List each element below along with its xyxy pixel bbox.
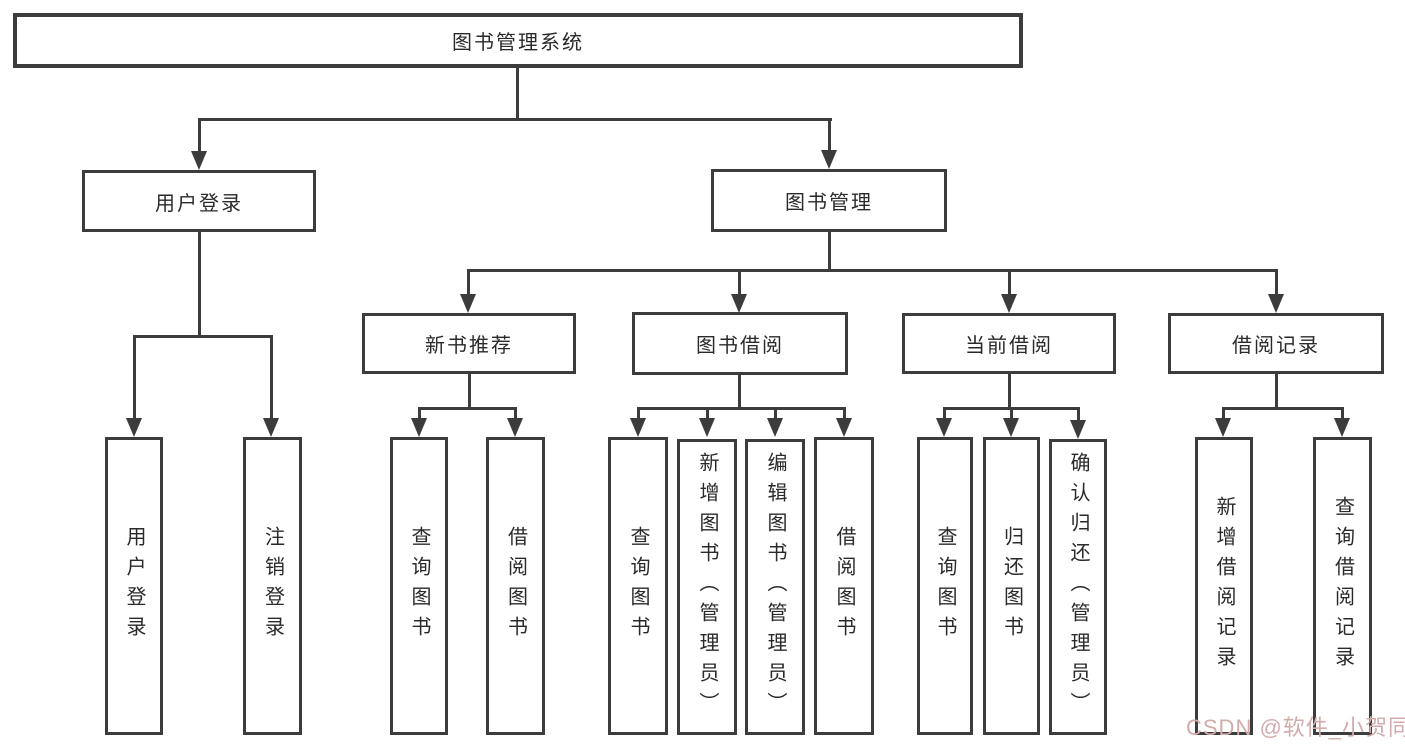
arrowhead-icon (731, 294, 747, 313)
leaf-query-books-current: 查询图书 (917, 437, 973, 735)
connector-line (468, 374, 471, 410)
connector-line (1222, 407, 1344, 410)
connector-line (467, 269, 470, 295)
arrowhead-icon (1215, 418, 1231, 437)
arrowhead-icon (821, 150, 837, 169)
connector-line (637, 407, 845, 410)
arrowhead-icon (1003, 418, 1019, 437)
arrowhead-icon (767, 418, 783, 437)
connector-line (1008, 269, 1011, 295)
connector-line (774, 407, 777, 419)
node-current-borrowing: 当前借阅 (902, 313, 1116, 374)
connector-line (133, 335, 273, 338)
arrowhead-icon (507, 418, 523, 437)
leaf-return-book: 归还图书 (983, 437, 1040, 735)
connector-line (418, 407, 421, 419)
arrowhead-icon (126, 418, 142, 437)
connector-line (1275, 269, 1278, 295)
connector-line (516, 68, 519, 118)
arrowhead-icon (630, 418, 646, 437)
leaf-add-book-admin: 新增图书（管理员） (677, 439, 737, 735)
connector-line (198, 118, 201, 152)
connector-line (843, 407, 846, 419)
connector-line (467, 269, 1278, 272)
leaf-query-books-recommend: 查询图书 (390, 437, 448, 735)
connector-line (270, 335, 273, 419)
connector-line (738, 269, 741, 295)
connector-line (828, 118, 831, 152)
leaf-borrow-books-recommend: 借阅图书 (486, 437, 545, 735)
node-user-login-branch: 用户登录 (82, 170, 316, 232)
leaf-query-books-borrowing: 查询图书 (608, 437, 668, 735)
connector-line (198, 118, 832, 121)
arrowhead-icon (1268, 294, 1284, 313)
arrowhead-icon (1334, 418, 1350, 437)
node-root-system: 图书管理系统 (13, 13, 1023, 68)
leaf-confirm-return-admin: 确认归还（管理员） (1049, 439, 1107, 735)
arrowhead-icon (699, 418, 715, 437)
connector-line (514, 407, 517, 419)
arrowhead-icon (1070, 420, 1086, 439)
connector-line (1008, 374, 1011, 410)
node-new-book-recommend: 新书推荐 (362, 313, 576, 374)
arrowhead-icon (263, 418, 279, 437)
leaf-user-login: 用户登录 (105, 437, 163, 735)
connector-line (1010, 407, 1013, 419)
node-book-borrowing: 图书借阅 (632, 312, 848, 375)
leaf-logout: 注销登录 (243, 437, 302, 735)
connector-line (943, 407, 946, 419)
connector-line (706, 407, 709, 419)
arrowhead-icon (1001, 294, 1017, 313)
connector-line (1077, 407, 1080, 421)
arrowhead-icon (936, 418, 952, 437)
leaf-edit-book-admin: 编辑图书（管理员） (745, 439, 805, 735)
connector-line (133, 335, 136, 419)
arrowhead-icon (191, 151, 207, 170)
node-borrowing-records: 借阅记录 (1168, 313, 1384, 374)
watermark: CSDN @软件_小贺同学 (1186, 715, 1405, 740)
node-book-management-branch: 图书管理 (711, 169, 947, 232)
connector-line (637, 407, 640, 419)
arrowhead-icon (836, 418, 852, 437)
arrowhead-icon (460, 294, 476, 313)
connector-line (738, 375, 741, 410)
connector-line (1341, 407, 1344, 419)
leaf-query-borrow-record: 查询借阅记录 (1313, 437, 1372, 735)
leaf-add-borrow-record: 新增借阅记录 (1195, 437, 1253, 735)
connector-line (198, 232, 201, 335)
connector-line (1222, 407, 1225, 419)
connector-line (1275, 374, 1278, 410)
leaf-borrow-books-borrowing: 借阅图书 (814, 437, 874, 735)
arrowhead-icon (411, 418, 427, 437)
connector-line (418, 407, 517, 410)
connector-line (828, 232, 831, 270)
